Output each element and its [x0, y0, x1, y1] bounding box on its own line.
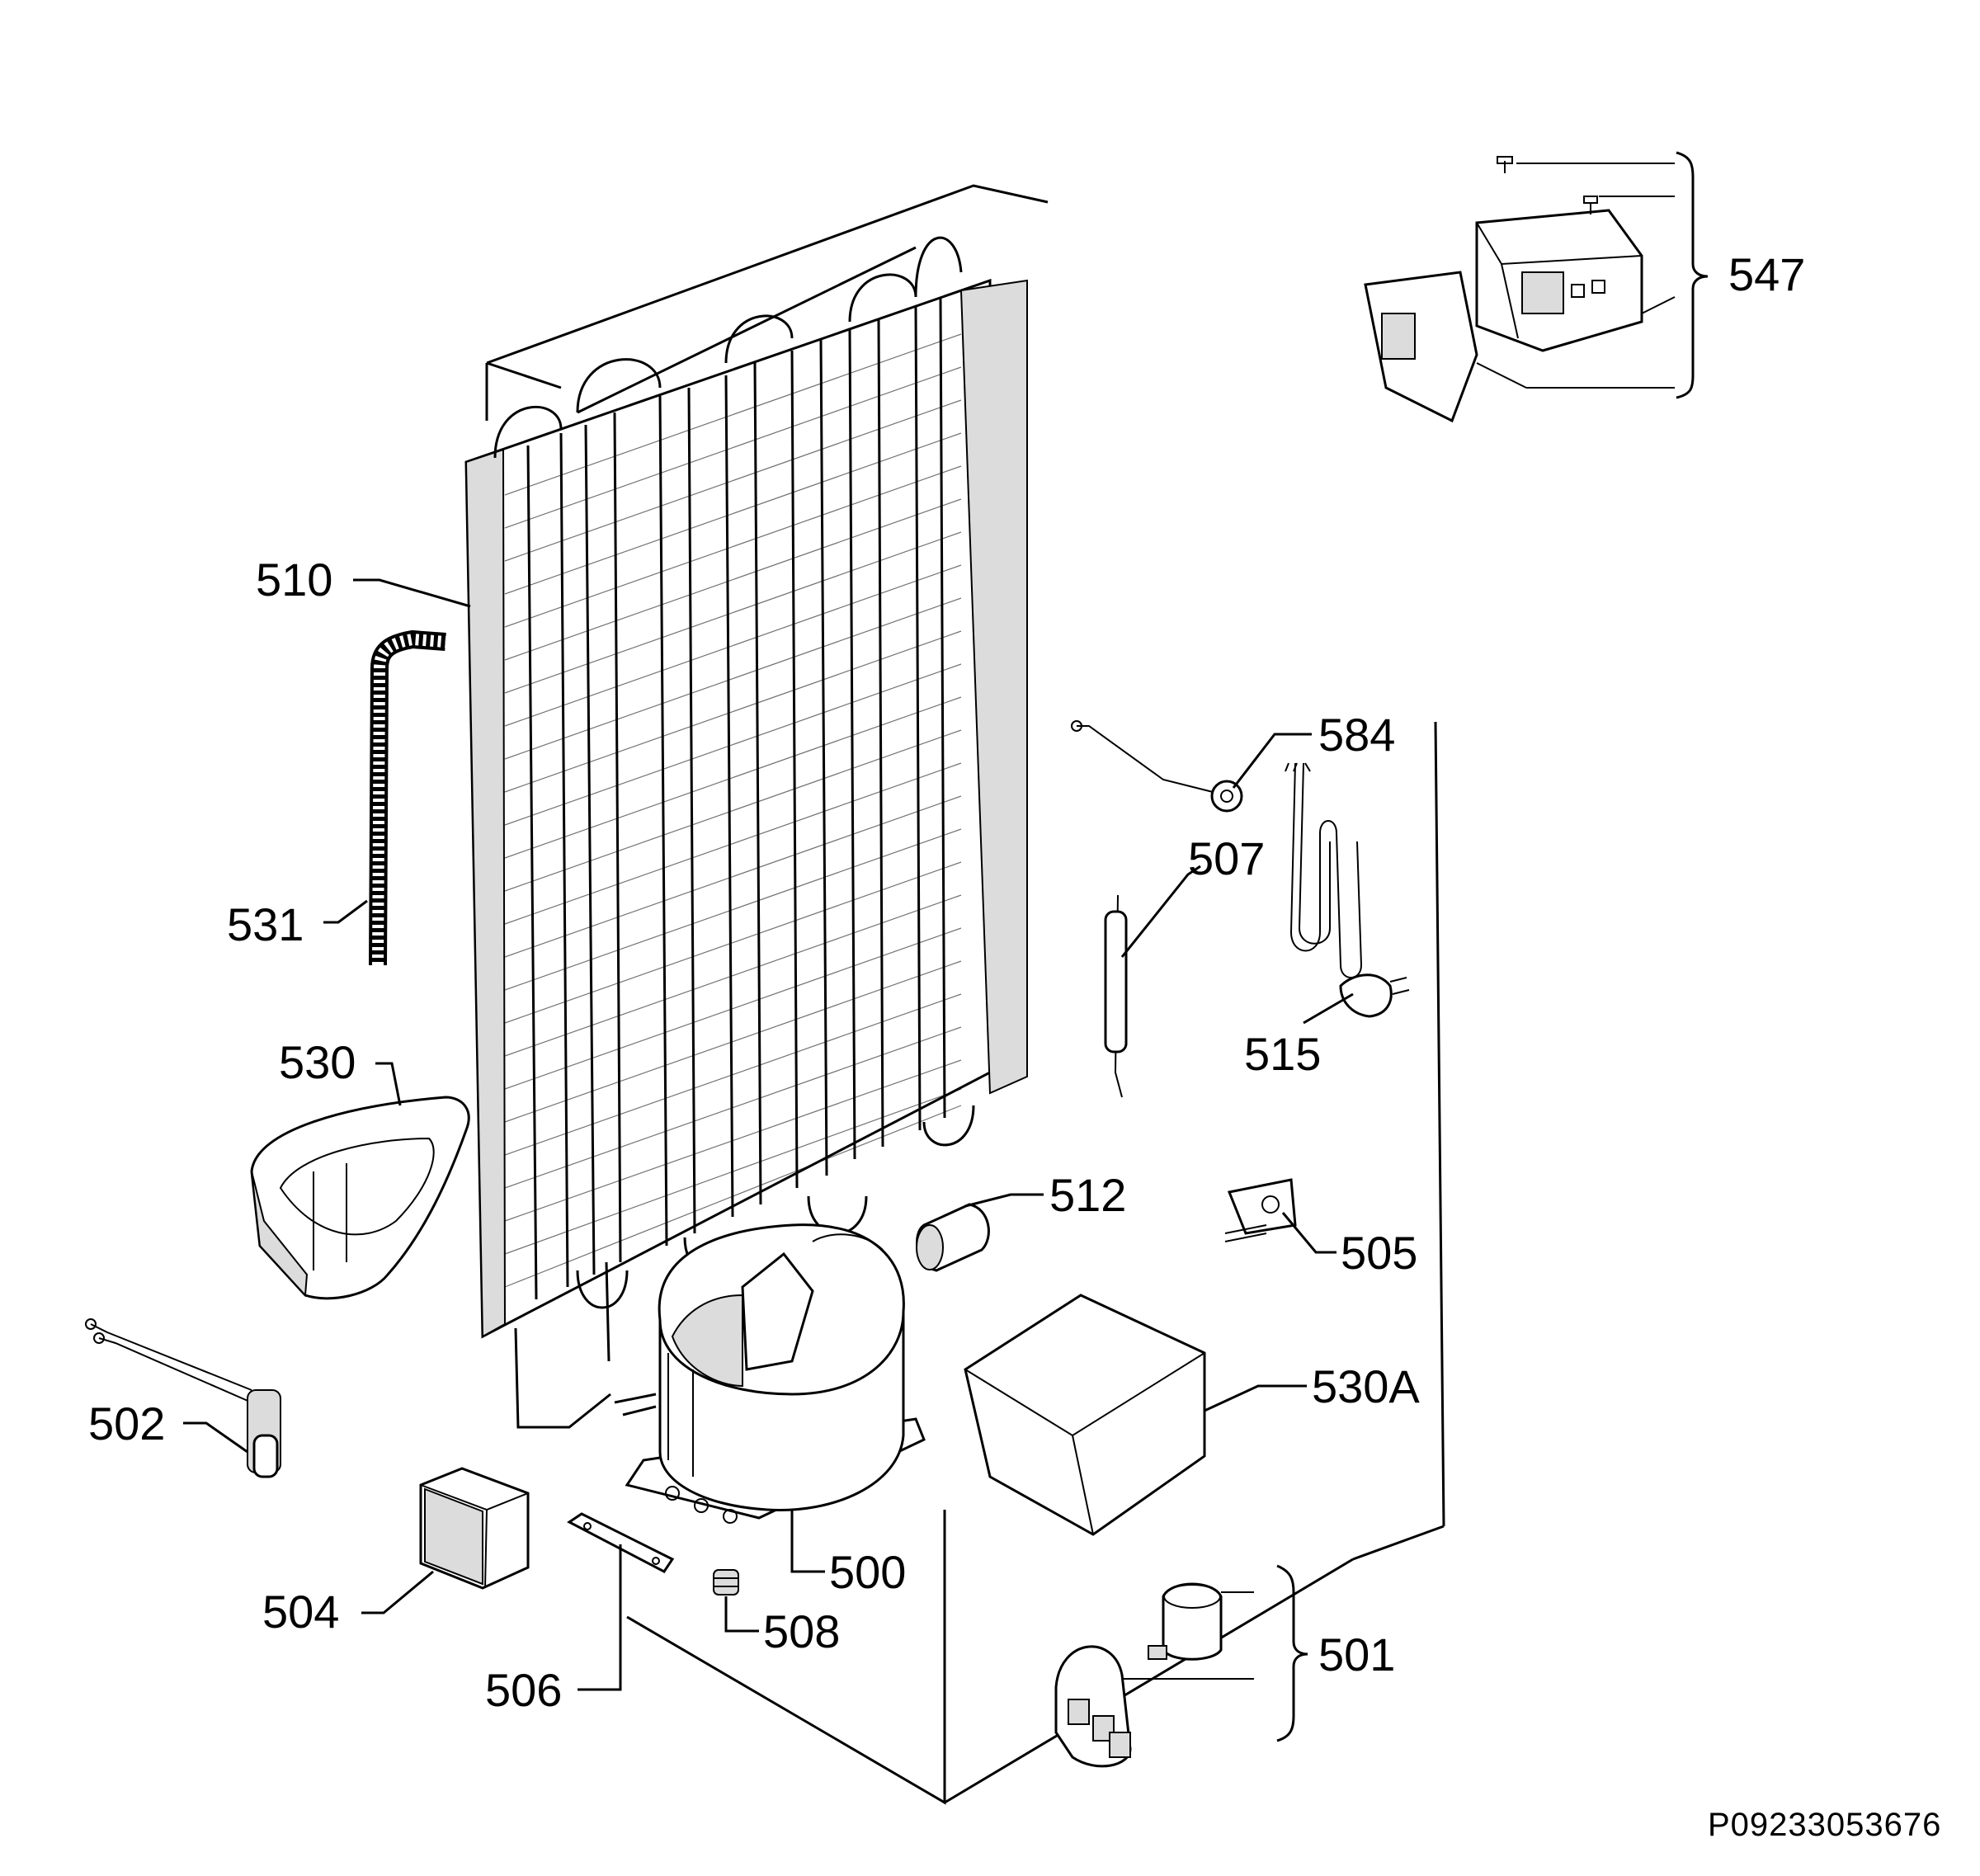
wire-harness-502	[85, 1318, 281, 1478]
label-504: 504	[262, 1586, 339, 1638]
label-508: 508	[763, 1605, 840, 1657]
label-506: 506	[485, 1664, 562, 1716]
label-547: 547	[1728, 248, 1805, 300]
compressor-500	[614, 1223, 926, 1524]
power-cord-515	[1285, 762, 1410, 1018]
drip-tray-530	[250, 1096, 470, 1300]
part-labels: 510 531 530 502 504 506 508 500 512 505 …	[88, 248, 1941, 1843]
label-530a: 530A	[1312, 1360, 1420, 1412]
bracket-505	[1224, 1178, 1297, 1242]
label-512: 512	[1049, 1169, 1126, 1221]
diagram-code: P09233053676	[1708, 1807, 1941, 1843]
condenser-wire-grid	[504, 333, 962, 1288]
filter-drier-507	[1104, 894, 1128, 1098]
label-530: 530	[279, 1036, 356, 1088]
capacitor-512	[916, 1203, 990, 1272]
relay-504	[419, 1467, 530, 1590]
cabinet-outline	[485, 184, 1445, 1805]
label-510: 510	[256, 554, 332, 606]
label-531: 531	[227, 898, 304, 950]
label-515: 515	[1244, 1028, 1321, 1080]
sensor-584	[1071, 720, 1243, 813]
mounting-plate-506	[567, 1512, 675, 1573]
condenser-510	[464, 236, 1028, 1429]
condenser-tubes	[526, 298, 946, 1300]
icemaker-547	[1364, 156, 1643, 423]
label-501: 501	[1318, 1629, 1395, 1680]
grommet-508	[713, 1569, 739, 1596]
label-502: 502	[88, 1398, 165, 1449]
label-584: 584	[1318, 709, 1395, 761]
leader-lines	[183, 151, 1709, 1742]
label-507: 507	[1188, 832, 1265, 884]
label-505: 505	[1341, 1227, 1417, 1279]
drain-hose-531	[369, 629, 446, 966]
cover-530A	[964, 1294, 1206, 1536]
starter-assembly-501	[1054, 1582, 1223, 1768]
label-500: 500	[829, 1546, 906, 1598]
